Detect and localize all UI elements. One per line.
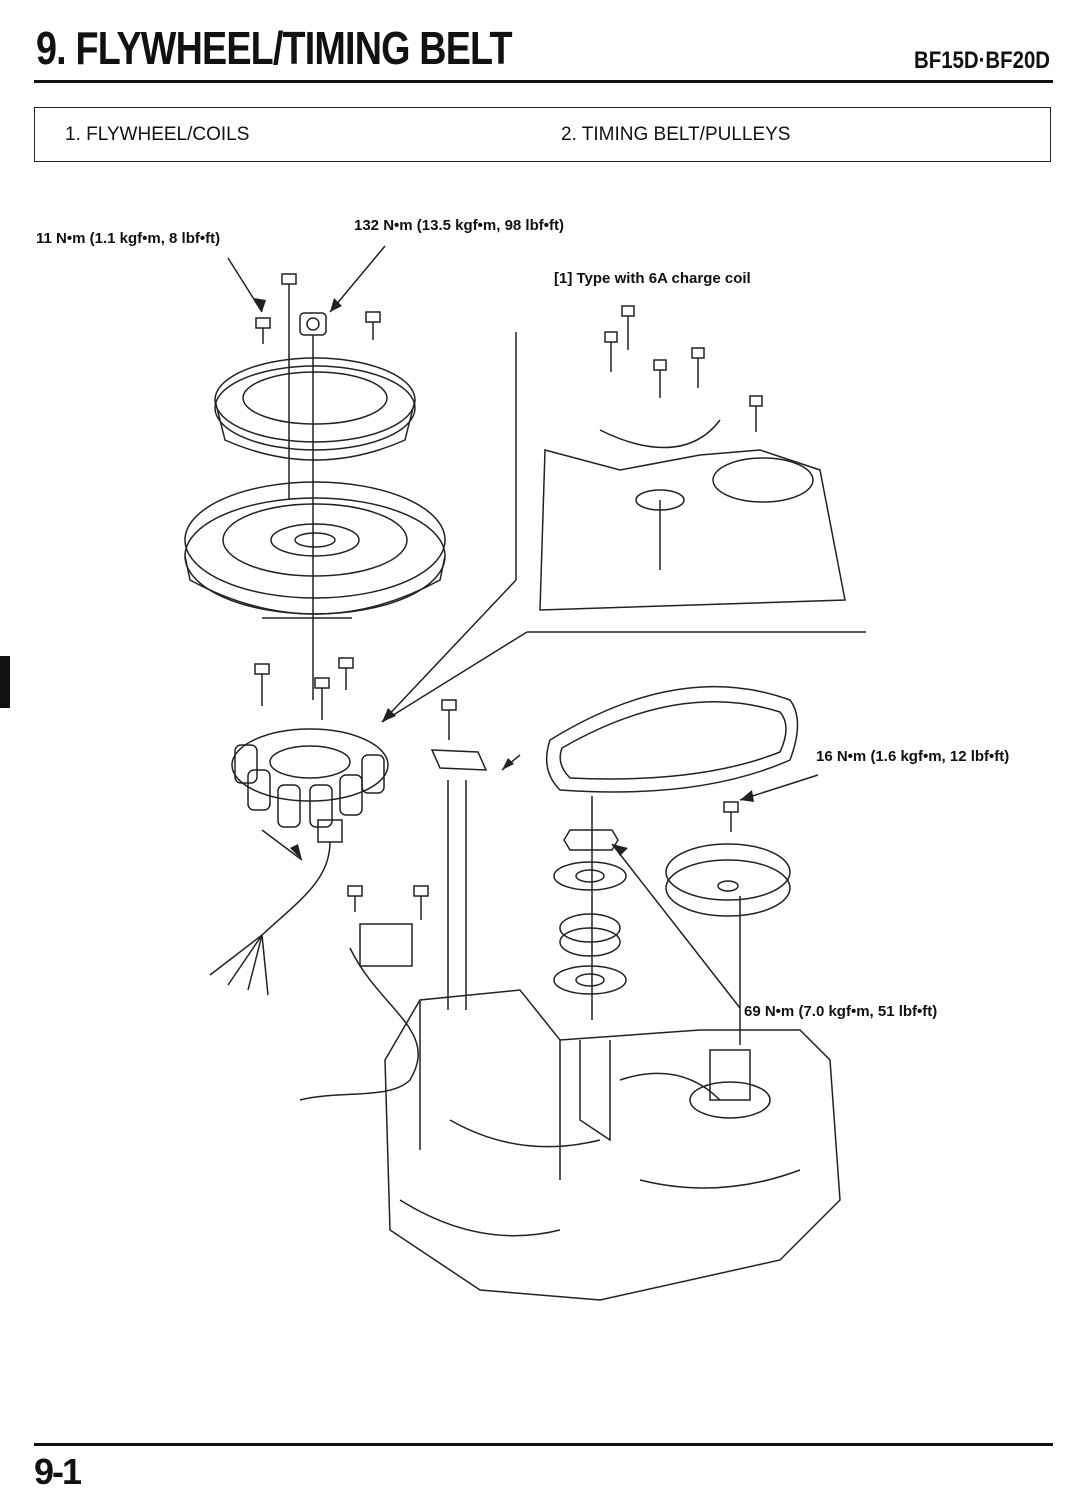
footer-rule xyxy=(34,1443,1053,1446)
torque-label-flywheel-nut: 132 N•m (13.5 kgf•m, 98 lbf•ft) xyxy=(354,217,564,235)
stator-bolts xyxy=(255,658,353,720)
drive-pulley-stack xyxy=(554,830,626,994)
flywheel-cover xyxy=(215,358,415,460)
torque-label-driven-pulley-bolt: 16 N•m (1.6 kgf•m, 12 lbf•ft) xyxy=(816,748,1009,766)
flywheel-cover-bolts xyxy=(256,274,380,344)
inset-6a-charge-coil xyxy=(540,306,845,610)
inset-title-6a-charge-coil: [1] Type with 6A charge coil xyxy=(554,270,751,288)
page-number: 9-1 xyxy=(34,1452,80,1492)
driven-pulley xyxy=(666,802,790,916)
stator-coil xyxy=(210,729,388,995)
bracket xyxy=(432,700,486,770)
timing-belt xyxy=(547,687,798,792)
alignment-lines xyxy=(289,302,740,1045)
torque-label-drive-pulley-nut: 69 N•m (7.0 kgf•m, 51 lbf•ft) xyxy=(744,1003,937,1021)
ignition-coil xyxy=(300,886,428,1100)
flywheel xyxy=(185,482,445,618)
torque-label-flywheel-cover-bolt: 11 N•m (1.1 kgf•m, 8 lbf•ft) xyxy=(36,230,220,248)
engine-block xyxy=(385,990,840,1300)
leader-lines xyxy=(228,246,866,1008)
